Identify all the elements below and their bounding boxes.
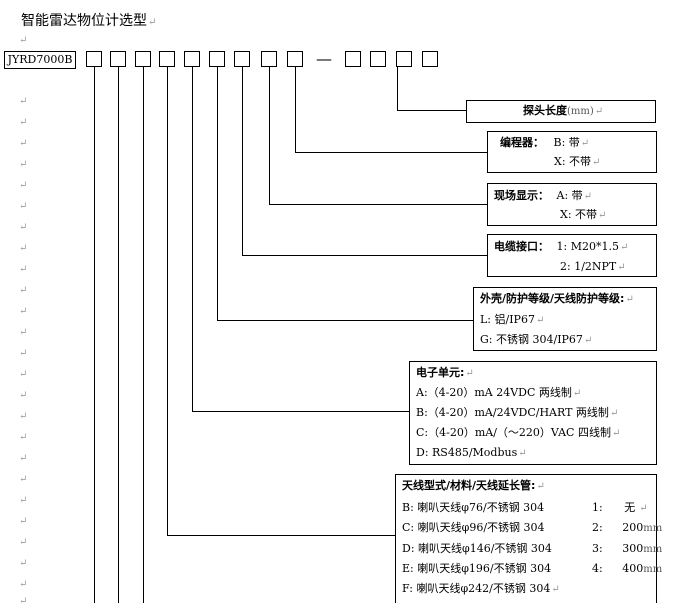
encoder-option: X: 不带 bbox=[554, 155, 592, 168]
code-dash: — bbox=[316, 49, 332, 68]
connector-line-housing bbox=[217, 67, 218, 320]
display-label: 现场显示 bbox=[494, 189, 538, 202]
extension-code: 4: bbox=[592, 562, 603, 575]
code-cell-3 bbox=[135, 51, 151, 67]
code-cell-4 bbox=[159, 51, 175, 67]
para-mark: ↵ bbox=[19, 537, 28, 548]
extension-value: 300 bbox=[622, 542, 644, 555]
para-mark: ↵ bbox=[19, 453, 28, 464]
para-mark: ↵ bbox=[19, 138, 28, 149]
code-cell-11 bbox=[370, 51, 386, 67]
connector-hline-cable bbox=[242, 255, 488, 256]
antenna-label: 天线型式/材料/天线延长管 bbox=[402, 479, 532, 492]
electronics-option: B:（4-20）mA/24VDC/HART 两线制 bbox=[416, 406, 609, 419]
antenna-type: E: 喇叭天线φ196/不锈钢 304 bbox=[402, 562, 552, 575]
model-code: JYRD7000B bbox=[7, 53, 73, 66]
display-box: 现场显示： A: 带↵ X: 不带↵ bbox=[487, 183, 657, 226]
antenna-type: D: 喇叭天线φ146/不锈钢 304 bbox=[402, 542, 552, 555]
extension-code: 3: bbox=[592, 542, 603, 555]
connector-line-cell-3 bbox=[143, 67, 144, 603]
para-mark: ↵ bbox=[19, 432, 28, 443]
code-cell-5 bbox=[184, 51, 200, 67]
code-cell-8 bbox=[261, 51, 277, 67]
antenna-type: F: 喇叭天线φ242/不锈钢 304 bbox=[402, 582, 551, 595]
housing-label: 外壳/防护等级/天线防护等级 bbox=[480, 292, 621, 305]
extension-value: 200 bbox=[622, 521, 644, 534]
electronics-label: 电子单元 bbox=[416, 366, 460, 379]
display-option: X: 不带 bbox=[560, 208, 598, 221]
connector-hline-encoder bbox=[295, 152, 488, 153]
para-mark: ↵ bbox=[19, 35, 28, 46]
electronics-box: 电子单元:↵ A:（4-20）mA 24VDC 两线制↵ B:（4-20）mA/… bbox=[409, 361, 657, 465]
cable-box: 电缆接口： 1: M20*1.5↵ 2: 1/2NPT↵ bbox=[487, 234, 657, 277]
page-title: 智能雷达物位计选型↵ bbox=[21, 13, 157, 29]
connector-line-cell-2 bbox=[118, 67, 119, 603]
antenna-type: B: 喇叭天线φ76/不锈钢 304 bbox=[402, 501, 545, 514]
connector-hline-electronics bbox=[192, 411, 410, 412]
housing-option: L: 铝/IP67 bbox=[480, 313, 535, 326]
para-mark: ↵ bbox=[19, 495, 28, 506]
connector-line-encoder bbox=[295, 67, 296, 152]
encoder-box: 编程器： B: 带↵ X: 不带↵ bbox=[487, 131, 657, 173]
para-mark: ↵ bbox=[19, 96, 28, 107]
para-mark: ↵ bbox=[19, 596, 28, 607]
code-cell-9 bbox=[287, 51, 303, 67]
para-mark: ↵ bbox=[19, 327, 28, 338]
code-cell-10 bbox=[345, 51, 361, 67]
para-mark: ↵ bbox=[19, 558, 28, 569]
para-mark: ↵ bbox=[19, 243, 28, 254]
housing-box: 外壳/防护等级/天线防护等级:↵ L: 铝/IP67↵ G: 不锈钢 304/I… bbox=[473, 287, 657, 351]
extension-value: 无 bbox=[624, 501, 636, 514]
connector-hline-probe bbox=[397, 110, 467, 111]
encoder-option: B: 带 bbox=[553, 136, 580, 149]
electronics-option: D: RS485/Modbus bbox=[416, 446, 518, 459]
code-cell-6 bbox=[209, 51, 225, 67]
connector-line-antenna bbox=[167, 67, 168, 535]
cable-label: 电缆接口 bbox=[494, 240, 538, 253]
connector-hline-display bbox=[269, 204, 488, 205]
para-mark: ↵ bbox=[19, 579, 28, 590]
electronics-option: A:（4-20）mA 24VDC 两线制 bbox=[416, 386, 572, 399]
connector-line-probe bbox=[397, 67, 398, 110]
para-mark: ↵ bbox=[19, 369, 28, 380]
electronics-option: C:（4-20）mA/（～220）VAC 四线制 bbox=[416, 426, 611, 439]
encoder-label: 编程器 bbox=[500, 136, 533, 149]
para-mark: ↵ bbox=[19, 201, 28, 212]
code-cell-13 bbox=[422, 51, 438, 67]
code-cell-1 bbox=[86, 51, 102, 67]
para-mark: ↵ bbox=[19, 474, 28, 485]
antenna-box: 天线型式/材料/天线延长管:↵ B: 喇叭天线φ76/不锈钢 304 C: 喇叭… bbox=[395, 474, 662, 603]
para-mark: ↵ bbox=[19, 285, 28, 296]
para-mark: ↵ bbox=[19, 180, 28, 191]
antenna-type: C: 喇叭天线φ96/不锈钢 304 bbox=[402, 521, 545, 534]
connector-hline-housing bbox=[217, 320, 474, 321]
housing-option: G: 不锈钢 304/IP67 bbox=[480, 333, 583, 346]
para-mark: ↵ bbox=[19, 390, 28, 401]
cable-option: 2: 1/2NPT bbox=[560, 260, 617, 273]
para-mark: ↵ bbox=[19, 159, 28, 170]
para-mark: ↵ bbox=[19, 264, 28, 275]
para-mark: ↵ bbox=[19, 411, 28, 422]
connector-line-cable bbox=[242, 67, 243, 255]
para-mark: ↵ bbox=[19, 306, 28, 317]
connector-line-cell-1 bbox=[94, 67, 95, 603]
para-mark: ↵ bbox=[19, 348, 28, 359]
display-option: A: 带 bbox=[556, 189, 583, 202]
probe-length-label: 探头长度 bbox=[523, 104, 567, 117]
code-cell-7 bbox=[234, 51, 250, 67]
probe-length-box: 探头长度(mm)↵ bbox=[466, 100, 656, 123]
extension-value: 400 bbox=[622, 562, 644, 575]
para-mark: ↵ bbox=[19, 516, 28, 527]
para-mark: ↵ bbox=[19, 222, 28, 233]
code-cell-12 bbox=[396, 51, 412, 67]
model-code-box: JYRD7000B bbox=[4, 51, 76, 69]
cable-option: 1: M20*1.5 bbox=[556, 240, 619, 253]
extension-code: 2: bbox=[592, 521, 603, 534]
code-cell-2 bbox=[110, 51, 126, 67]
connector-hline-antenna bbox=[167, 535, 396, 536]
extension-code: 1: bbox=[592, 501, 603, 514]
connector-line-electronics bbox=[192, 67, 193, 411]
para-mark: ↵ bbox=[19, 117, 28, 128]
connector-line-display bbox=[269, 67, 270, 204]
